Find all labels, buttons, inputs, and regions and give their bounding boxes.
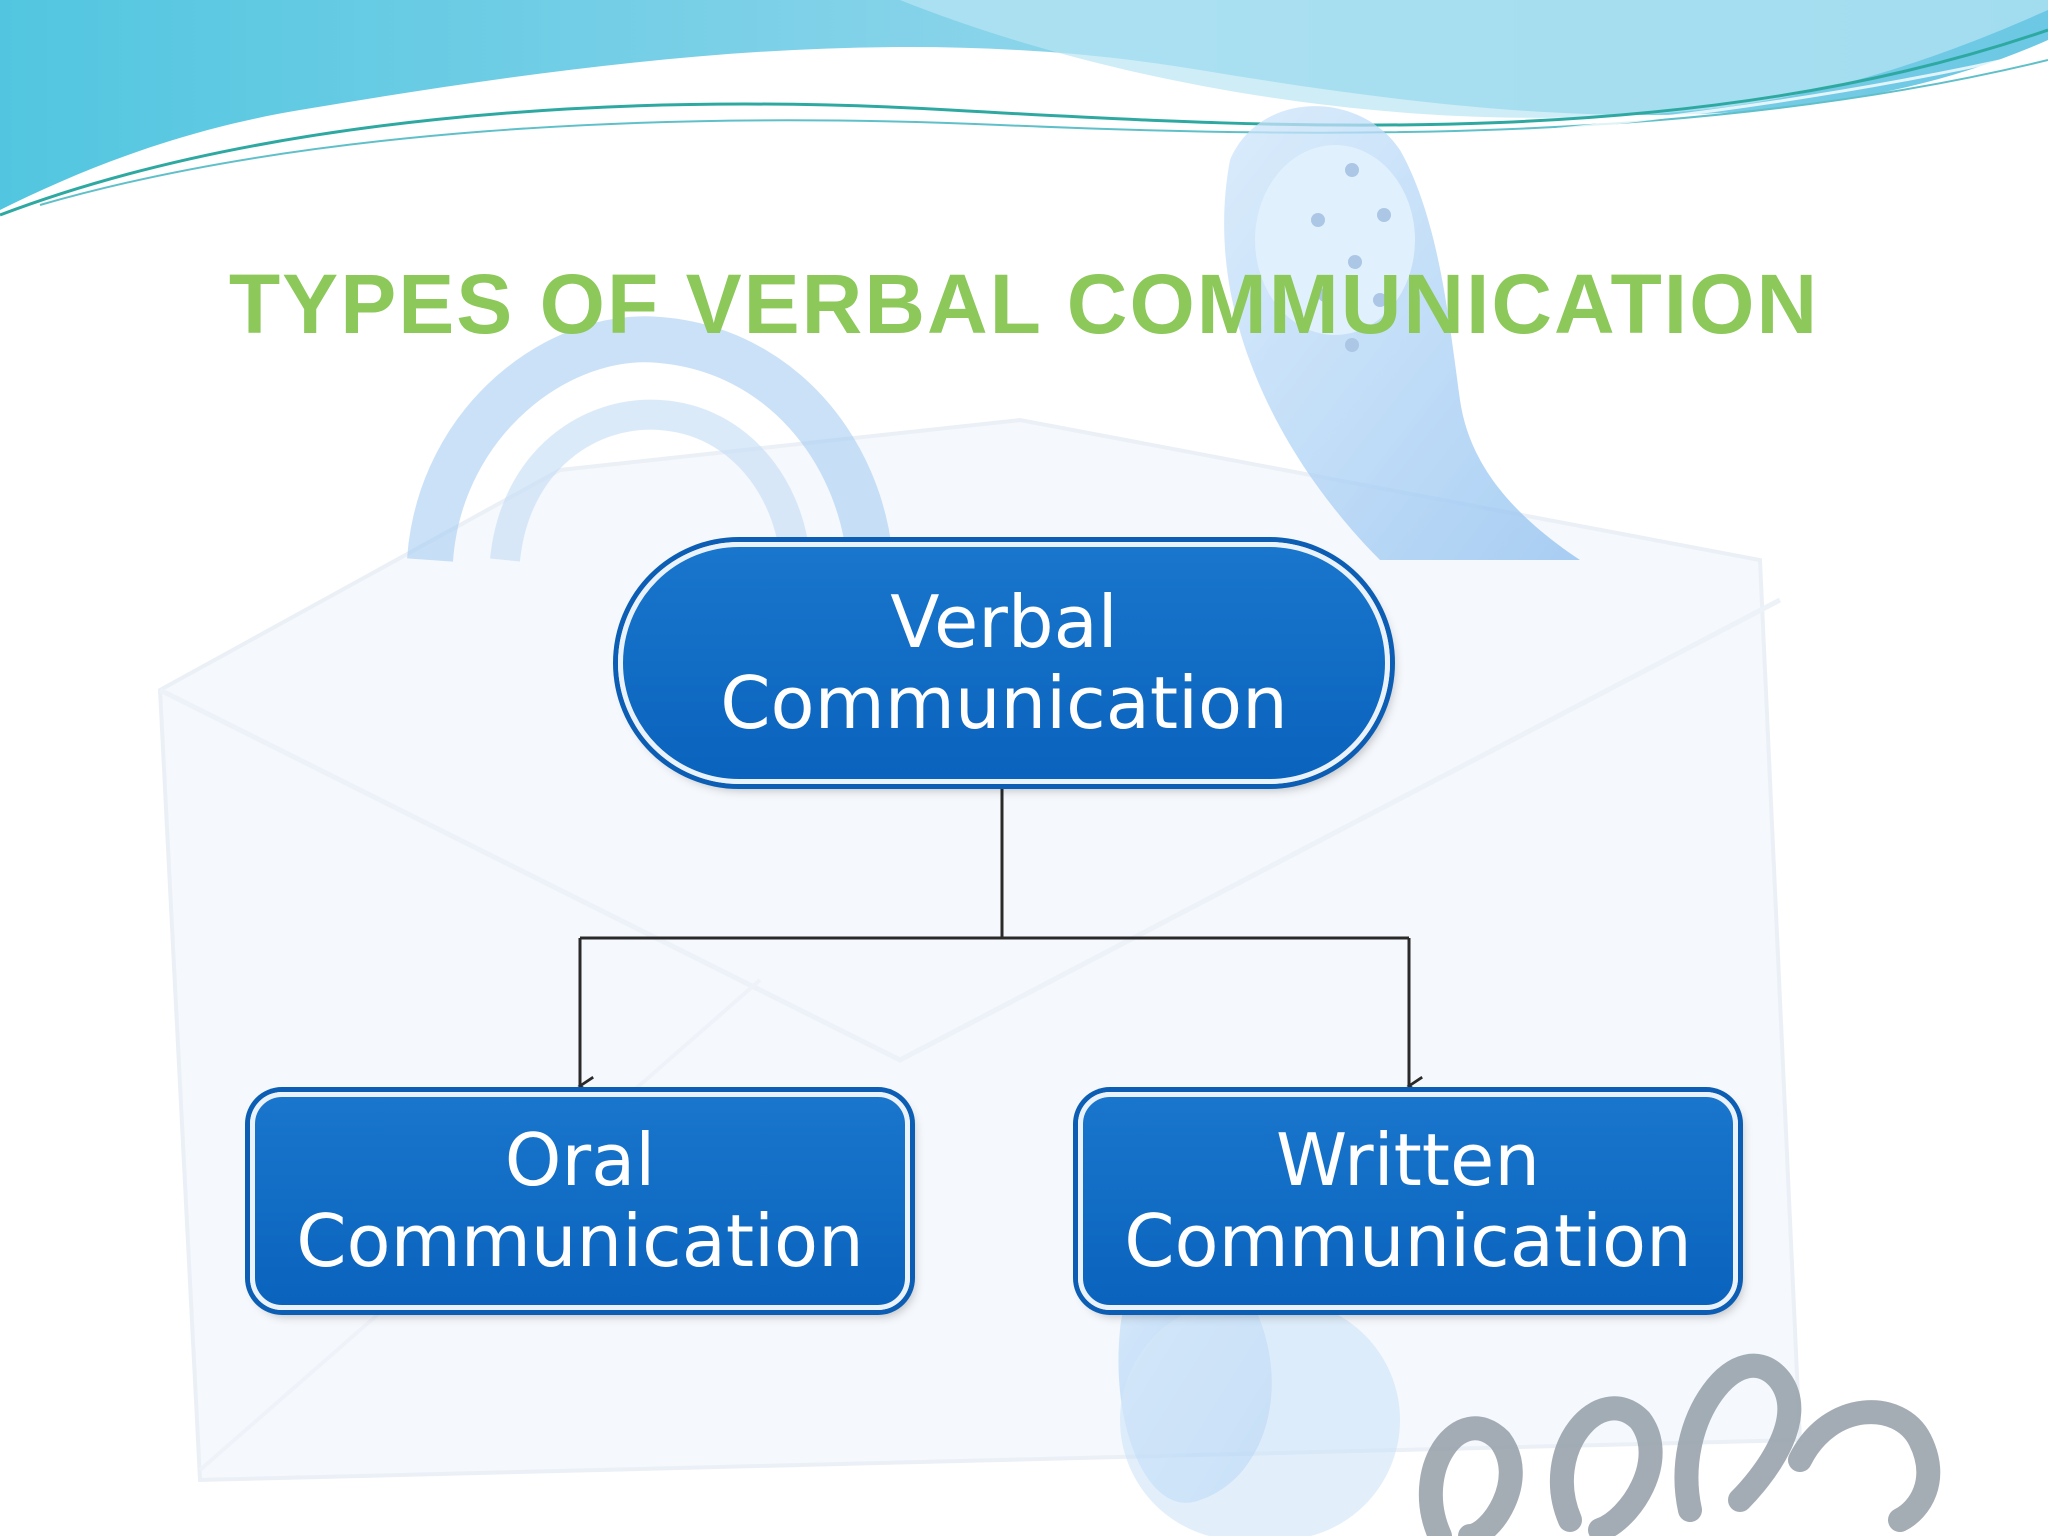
node-label-line2: Communication: [1124, 1199, 1692, 1283]
node-verbal-communication: Verbal Communication: [618, 542, 1390, 784]
node-oral-communication: Oral Communication: [250, 1092, 910, 1310]
slide-title: TYPES OF VERBAL COMMUNICATION: [228, 257, 1820, 351]
node-label-line1: Verbal: [890, 580, 1118, 665]
phone-cord-icon: [1418, 1353, 1941, 1536]
node-label-line2: Communication: [720, 661, 1288, 745]
node-label-line1: Oral: [504, 1118, 656, 1203]
telephone-handset-icon: [407, 106, 1580, 1536]
node-written-communication: Written Communication: [1078, 1092, 1738, 1310]
node-label-line1: Written: [1276, 1118, 1540, 1203]
node-label-line2: Communication: [296, 1199, 864, 1283]
top-wave-banner: [0, 0, 2048, 217]
